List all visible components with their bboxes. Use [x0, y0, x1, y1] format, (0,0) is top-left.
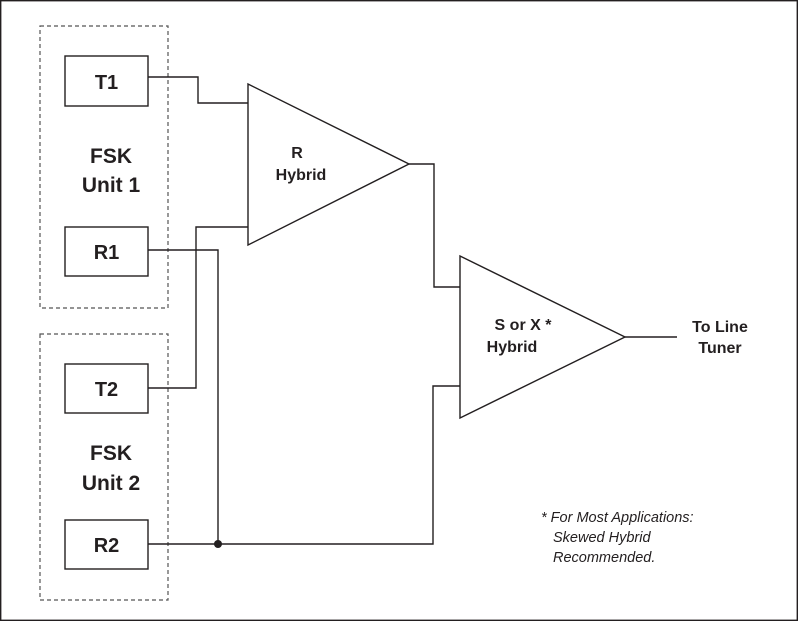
r2-block [64, 519, 149, 570]
sx-hybrid-label-line1: S or X * [495, 317, 553, 334]
t2-block [64, 363, 149, 414]
r-hybrid-label-line1: R [291, 145, 303, 162]
r2-label: R2 [94, 535, 120, 557]
fsk-unit-2-label-line1: FSK [90, 442, 132, 465]
tuner-label: Tuner [698, 340, 741, 357]
wire-t1-to-r-hybrid [148, 76, 248, 104]
wire-r2-to-sx-hybrid [148, 385, 460, 545]
junction-dot [214, 540, 222, 548]
fsk-unit-2-label-line2: Unit 2 [82, 472, 140, 495]
footnote-line2: Skewed Hybrid [553, 530, 651, 546]
to-line-label: To Line [692, 319, 748, 336]
footnote-line1: * For Most Applications: [541, 510, 694, 526]
wiring [148, 76, 677, 548]
wire-t2-to-r-hybrid [148, 226, 248, 389]
fsk-unit-1-label-line2: Unit 1 [82, 174, 141, 197]
wire-r1-to-junction [148, 249, 219, 544]
r-hybrid-label-line2: Hybrid [276, 167, 327, 184]
fsk-unit-1-boundary [39, 25, 169, 309]
t1-block [64, 55, 149, 107]
fsk-unit-1-label-line1: FSK [90, 145, 132, 168]
r-hybrid-triangle [247, 82, 411, 247]
t2-label: T2 [95, 379, 118, 401]
footnote-line3: Recommended. [553, 550, 655, 566]
sx-hybrid-label-line2: Hybrid [487, 339, 538, 356]
r1-block [64, 226, 149, 277]
fsk-unit-2-boundary [39, 333, 169, 601]
sx-hybrid-triangle [459, 254, 627, 420]
t1-label: T1 [95, 72, 118, 94]
r1-label: R1 [94, 242, 120, 264]
wire-r-hybrid-to-sx-hybrid [409, 163, 460, 288]
